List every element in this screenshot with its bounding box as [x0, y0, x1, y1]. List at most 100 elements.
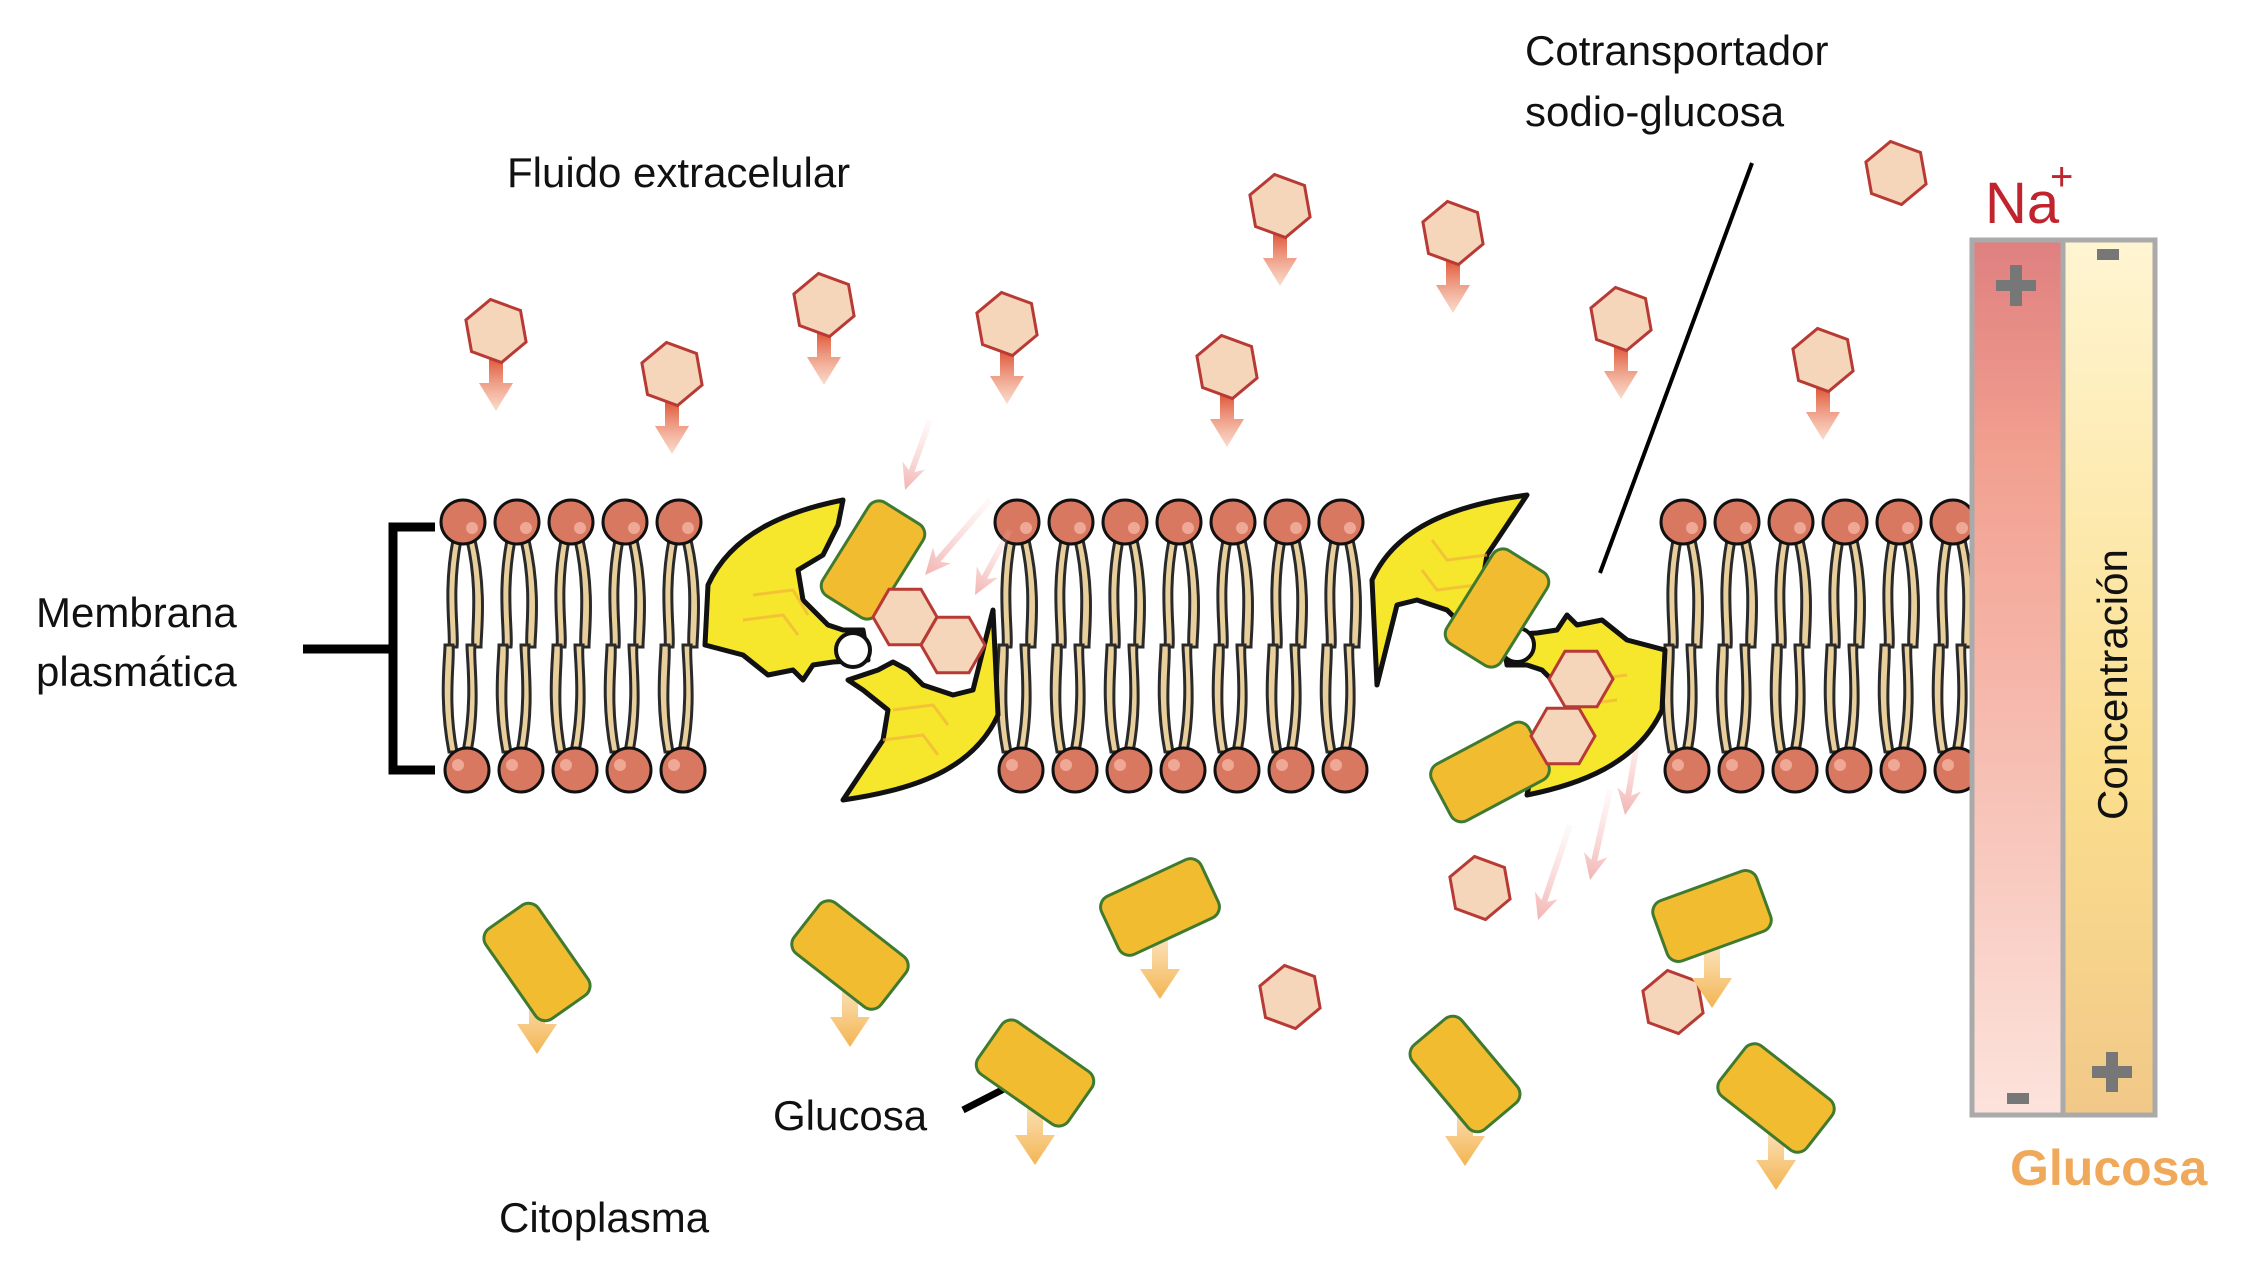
sodium-ion [464, 297, 528, 411]
transporter-lower-half [840, 607, 1001, 803]
lipid-head-highlight [1128, 522, 1140, 534]
lipid-tail [1289, 538, 1308, 649]
sodium-ion [1248, 172, 1312, 286]
lipid-head-highlight [1276, 759, 1288, 771]
lipid-tail [1951, 643, 1968, 754]
arrow-icon [975, 528, 1013, 595]
down-arrow-icon [807, 333, 841, 385]
sodium-hexagon [640, 340, 704, 408]
sodium-legend-label: Na [1985, 171, 2060, 236]
glucose-rectangle [1716, 1042, 1836, 1154]
lipid-head-highlight [668, 759, 680, 771]
lipid-tail [1000, 538, 1017, 649]
sodium-ion [1864, 139, 1928, 207]
lipid-head-highlight [1006, 759, 1018, 771]
lipid-head-highlight [1794, 522, 1806, 534]
lipid-head [1317, 498, 1365, 546]
down-arrow-icon [990, 352, 1024, 404]
glucose-rectangle [819, 499, 927, 621]
lipid-tail [627, 538, 646, 649]
lipid-head-highlight [574, 522, 586, 534]
lipid-head-highlight [682, 522, 694, 534]
lipid-tail [569, 643, 586, 754]
sodium-ion [640, 340, 704, 454]
sodium-ion [1421, 199, 1485, 313]
glucose-legend-label: Glucosa [2010, 1140, 2208, 1196]
lipid-head-highlight [1114, 759, 1126, 771]
lipid-tail [662, 538, 679, 649]
lipid-tail [1823, 643, 1841, 754]
lipid-head-highlight [1942, 759, 1954, 771]
arrow-icon [1583, 789, 1613, 880]
transporter-pore [834, 631, 872, 669]
sodium-hexagon [1529, 706, 1597, 766]
concentration-legend: Na + Concentración Glucosa [1969, 155, 2208, 1196]
lipid-tail [1285, 643, 1302, 754]
glucose-rectangle [1099, 857, 1221, 957]
lipid-tail [1108, 538, 1125, 649]
lipid-head-highlight [1686, 522, 1698, 534]
lipid-head [551, 746, 599, 794]
sodium-low-minus-icon [2007, 1093, 2029, 1104]
phospholipid [493, 498, 545, 794]
sodium-ion [792, 271, 856, 385]
lipid-head [1155, 498, 1203, 546]
lipid-tail [1069, 643, 1086, 754]
membrane-segment-right [1659, 498, 1981, 794]
down-arrow-icon [1210, 395, 1244, 447]
down-arrow-icon [1263, 234, 1297, 286]
phospholipid [1659, 498, 1711, 794]
down-arrow-icon [1692, 946, 1732, 1008]
phospholipid [1263, 498, 1315, 794]
down-arrow-icon [1806, 388, 1840, 440]
lipid-head [547, 498, 595, 546]
lipid-tail [1847, 538, 1866, 649]
lipid-tail [681, 538, 700, 649]
membrane-bracket [303, 522, 435, 775]
lipid-tail [1324, 538, 1341, 649]
lipid-head [1321, 746, 1369, 794]
lipid-tail [1828, 538, 1845, 649]
lipid-tail [446, 538, 463, 649]
lipid-head-highlight [1956, 522, 1968, 534]
lipid-tail [465, 538, 484, 649]
glucose-rectangle [1443, 547, 1551, 669]
lipid-head [1771, 746, 1819, 794]
lipid-tail [677, 643, 694, 754]
flow-arrow [1583, 789, 1613, 880]
phospholipid [1821, 498, 1873, 794]
lipid-tail [554, 538, 571, 649]
phospholipid [993, 498, 1045, 794]
down-arrow-icon [1445, 1104, 1485, 1166]
lipid-head-highlight [614, 759, 626, 771]
transporter-texture [882, 703, 950, 756]
sodium-hexagon [1421, 199, 1485, 267]
lipid-head [493, 498, 541, 546]
sodium-hexagon [975, 290, 1039, 358]
lipid-head-highlight [560, 759, 572, 771]
glucose-concentration-bar [2060, 237, 2158, 1118]
glucose-rectangle [1408, 1014, 1522, 1134]
lipid-head [439, 498, 487, 546]
down-arrow-icon [655, 402, 689, 454]
lipid-head [1105, 746, 1153, 794]
lipid-tail [500, 538, 517, 649]
lipid-head [1659, 498, 1707, 546]
lipid-tail [603, 643, 621, 754]
lipid-tail [1936, 538, 1953, 649]
lipid-head [605, 746, 653, 794]
lipid-head [659, 746, 707, 794]
lipid-tail [608, 538, 625, 649]
down-arrow-icon [479, 359, 513, 411]
extracellular-fluid-label: Fluido extracelular [507, 149, 850, 196]
sodium-ion [975, 290, 1039, 404]
lipid-tail [657, 643, 675, 754]
glucose-molecule [819, 499, 927, 621]
flow-arrow [975, 528, 1013, 595]
lipid-tail [1270, 538, 1287, 649]
lipid-tail [519, 538, 538, 649]
phospholipid [1929, 498, 1981, 794]
phospholipid [1875, 498, 1927, 794]
lipid-tail [1157, 643, 1175, 754]
sodium-hexagon [1589, 285, 1653, 353]
